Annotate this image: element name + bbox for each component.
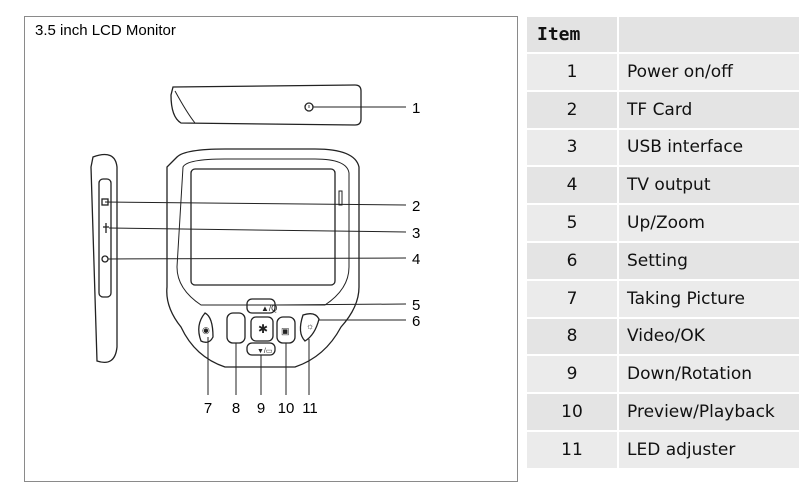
camera-icon: ◉	[202, 325, 210, 335]
callout-10: 10	[278, 400, 295, 417]
item-number: 1	[527, 53, 619, 92]
item-number: 6	[527, 241, 619, 281]
leader-lines	[104, 106, 407, 395]
item-name: Preview/Playback	[618, 393, 799, 432]
gear-icon: ✱	[258, 322, 268, 336]
item-name: Taking Picture	[618, 279, 799, 319]
item-name: Video/OK	[618, 317, 799, 357]
monitor-diagram: ▲/Q ✱ ▼/▭ ◉ ▣ ☼ 1 2 3 4 5 6 7 8	[90, 84, 420, 417]
item-name: Setting	[618, 241, 799, 281]
column-header-item: Item	[527, 17, 619, 54]
callout-7: 7	[204, 400, 212, 417]
down-rotation-glyph-icon: ▼/▭	[257, 348, 273, 355]
callout-6: 6	[412, 313, 420, 330]
item-number: 9	[527, 355, 619, 395]
up-zoom-glyph-icon: ▲/Q	[261, 304, 277, 313]
item-number: 2	[527, 90, 619, 130]
item-name: TF Card	[618, 90, 799, 130]
callout-4: 4	[412, 251, 420, 268]
usb-port-icon	[103, 223, 109, 233]
led-icon: ☼	[306, 321, 314, 331]
callout-1: 1	[412, 100, 420, 117]
button-up-zoom	[246, 298, 276, 314]
table-header-row: Item	[527, 17, 799, 54]
item-name: LED adjuster	[618, 430, 799, 470]
callout-3: 3	[412, 225, 420, 242]
monitor-front-view: ▲/Q ✱ ▼/▭ ◉ ▣ ☼	[166, 148, 360, 368]
item-number: 8	[527, 317, 619, 357]
tv-output-port-icon	[101, 255, 109, 263]
item-number: 10	[527, 393, 619, 432]
callout-2: 2	[412, 198, 420, 215]
button-setting	[250, 316, 274, 342]
callout-8: 8	[232, 400, 240, 417]
panel-title: 3.5 inch LCD Monitor	[35, 22, 176, 39]
item-number: 3	[527, 128, 619, 168]
item-name: Down/Rotation	[618, 355, 799, 395]
button-led-adjuster	[299, 313, 320, 342]
lcd-screen	[190, 168, 336, 286]
monitor-top-view	[170, 84, 362, 126]
callout-5: 5	[412, 297, 420, 314]
item-number: 7	[527, 279, 619, 319]
button-video-ok	[226, 312, 246, 344]
diagram-panel: ▲/Q ✱ ▼/▭ ◉ ▣ ☼ 1 2 3 4 5 6 7 8	[24, 16, 518, 482]
playback-icon: ▣	[281, 326, 290, 336]
item-name: TV output	[618, 166, 799, 206]
item-number: 5	[527, 204, 619, 243]
monitor-side-view	[90, 153, 118, 364]
item-name: Up/Zoom	[618, 204, 799, 243]
callout-9: 9	[257, 400, 265, 417]
column-header-description	[618, 17, 799, 54]
callout-11: 11	[302, 400, 318, 417]
item-number: 11	[527, 430, 619, 470]
item-number: 4	[527, 166, 619, 206]
item-name: Power on/off	[618, 53, 799, 92]
item-name: USB interface	[618, 128, 799, 168]
